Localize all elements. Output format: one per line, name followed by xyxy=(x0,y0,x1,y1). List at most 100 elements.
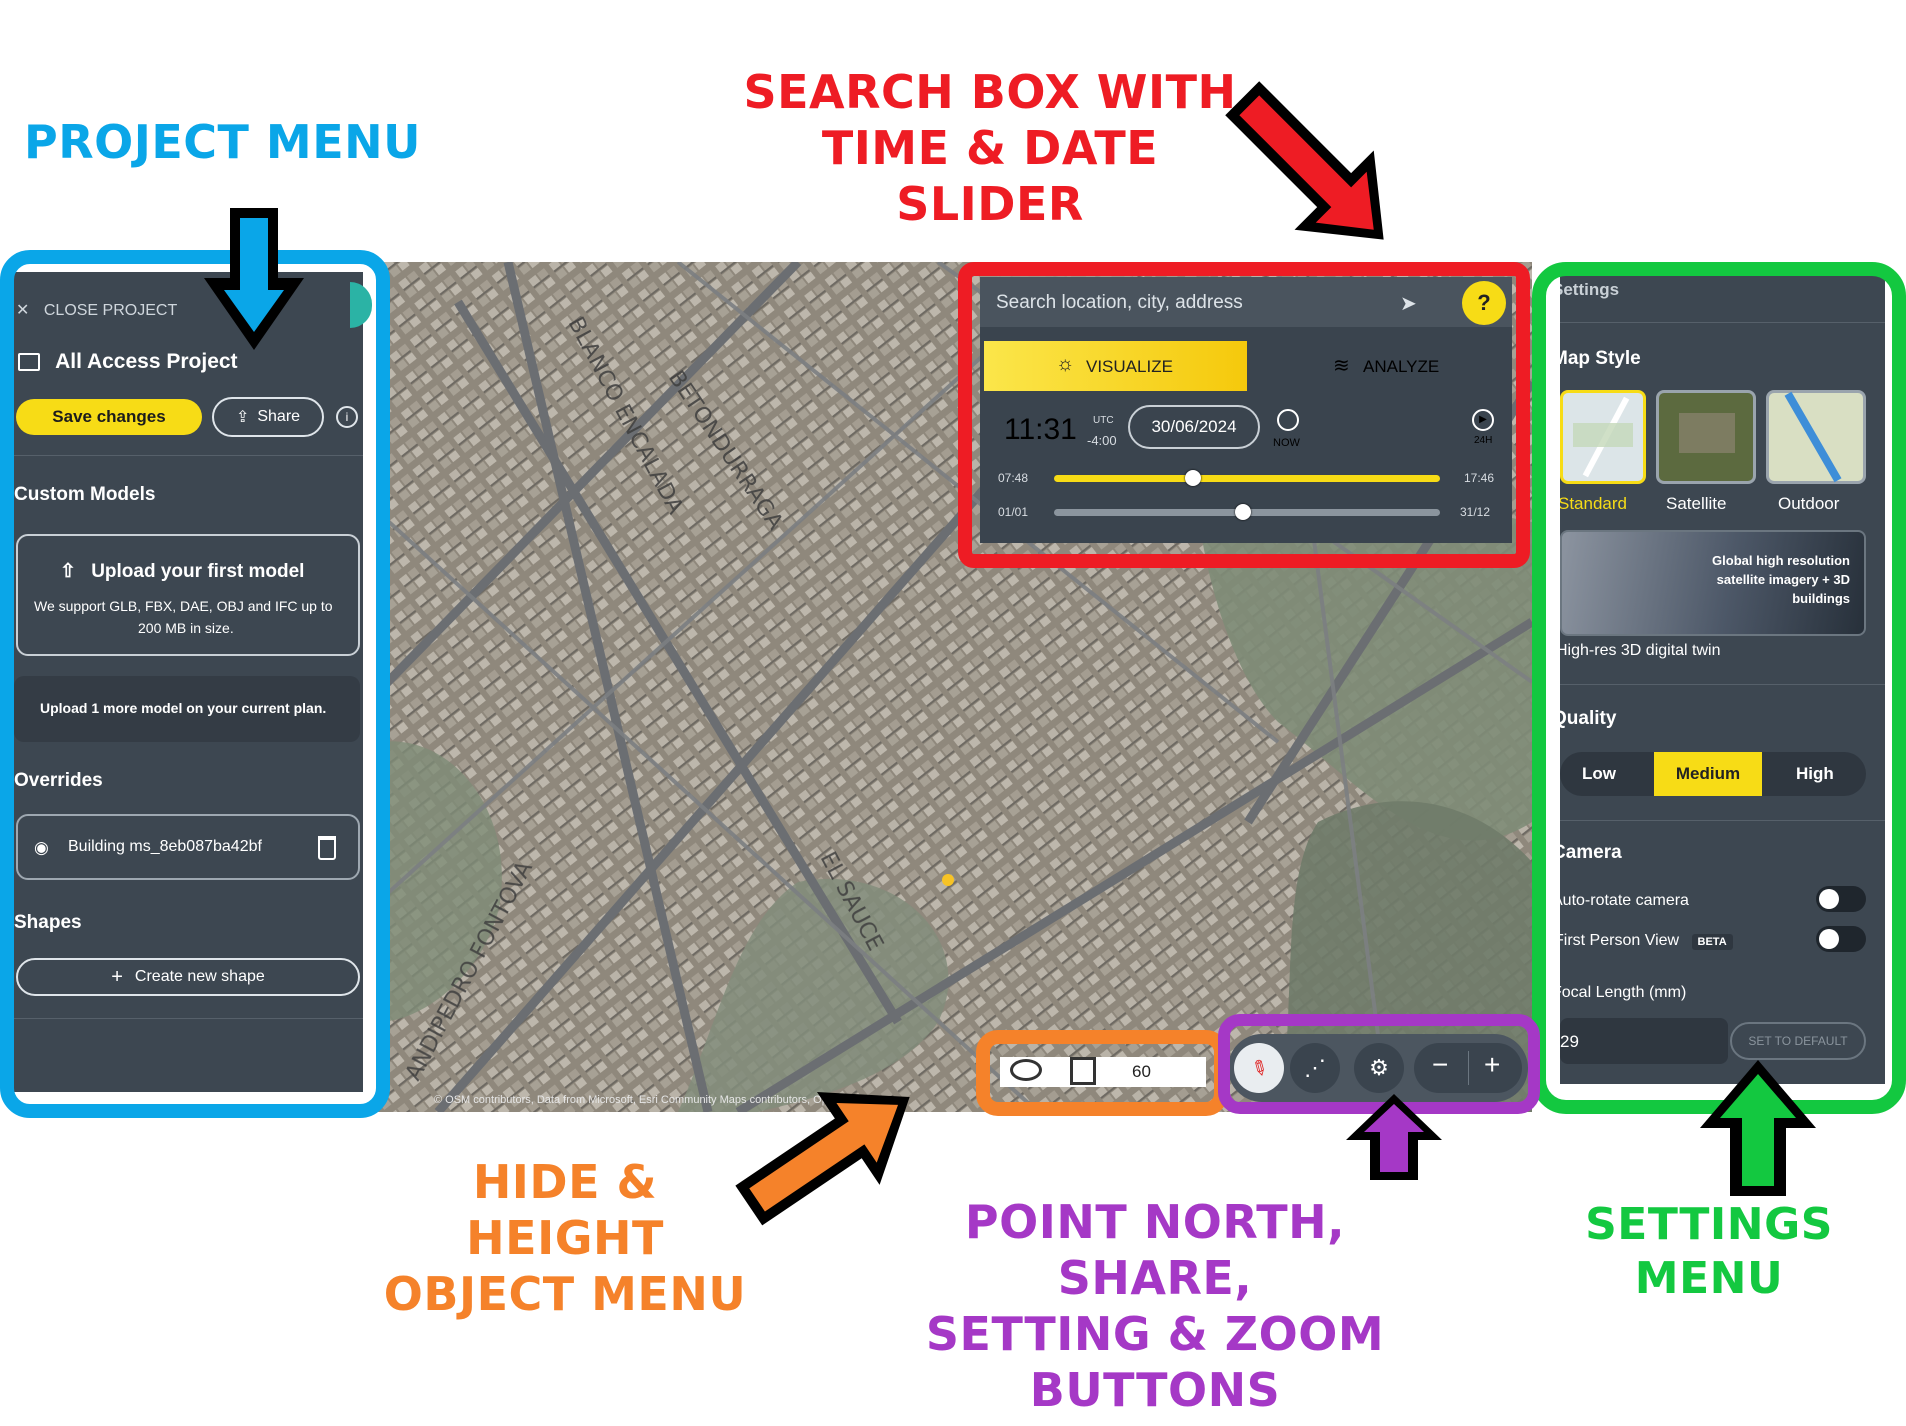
annotation-project-menu: PROJECT MENU xyxy=(24,115,421,169)
annotation-hide-height: HIDE & HEIGHT OBJECT MENU xyxy=(370,1154,760,1322)
style-standard-thumb[interactable] xyxy=(1560,390,1646,484)
quality-high-option[interactable]: High xyxy=(1796,764,1834,783)
override-item-label: Building ms_8eb087ba42bf xyxy=(68,838,262,855)
share-label: Share xyxy=(257,408,301,425)
zoom-out-button[interactable]: − xyxy=(1432,1049,1449,1080)
annotation-search-box-line2: TIME & DATE SLIDER xyxy=(821,121,1159,232)
height-value[interactable]: 60 xyxy=(1132,1062,1151,1081)
search-bar[interactable]: Search location, city, address ➤ ? xyxy=(980,277,1512,327)
trash-icon[interactable] xyxy=(318,836,336,860)
save-changes-label: Save changes xyxy=(52,407,166,426)
locate-arrow-icon[interactable]: ➤ xyxy=(1400,293,1417,315)
time-slider-handle[interactable] xyxy=(1184,470,1201,486)
plan-note: Upload 1 more model on your current plan… xyxy=(40,700,327,716)
custom-models-heading: Custom Models xyxy=(14,484,156,505)
utc-label: UTC xyxy=(1093,415,1114,426)
annotation-map-controls-line2: SETTING & ZOOM xyxy=(925,1307,1385,1362)
year-end-date: 31/12 xyxy=(1460,505,1491,519)
upload-cloud-icon: ⇧ xyxy=(60,561,76,582)
map-controls-frame xyxy=(1218,1014,1540,1114)
focal-length-value: 29 xyxy=(1560,1032,1579,1051)
folder-icon xyxy=(18,353,40,372)
time-slider[interactable] xyxy=(1054,470,1440,486)
overrides-heading: Overrides xyxy=(14,770,103,791)
zoom-in-button[interactable]: + xyxy=(1484,1049,1501,1080)
settings-panel: Settings Map Style Standard Satellite Ou… xyxy=(1560,272,1885,1084)
sun-icon: ☼ xyxy=(1056,353,1075,375)
tab-visualize-label: VISUALIZE xyxy=(1086,357,1173,376)
upload-title: Upload your first model xyxy=(91,561,305,582)
style-satellite-thumb[interactable] xyxy=(1656,390,1756,484)
promo-banner[interactable]: Global high resolution satellite imagery… xyxy=(1560,530,1866,636)
map-controls: ✎ ⋰ ⚙ − + xyxy=(1228,1034,1528,1102)
project-title: All Access Project xyxy=(55,350,238,373)
share-map-button[interactable]: ⋰ xyxy=(1290,1043,1340,1093)
upload-model-card[interactable]: ⇧ Upload your first model We support GLB… xyxy=(16,534,360,656)
date-slider-handle[interactable] xyxy=(1235,504,1252,520)
utc-offset: -4:00 xyxy=(1087,433,1117,448)
focal-length-label: Focal Length (mm) xyxy=(1560,984,1687,1001)
search-box-frame xyxy=(958,262,1530,568)
settings-title: Settings xyxy=(1560,280,1620,299)
settings-button[interactable]: ⚙ xyxy=(1354,1043,1404,1093)
day-start-time: 07:48 xyxy=(998,471,1029,485)
arrow-icon xyxy=(204,208,304,350)
annotation-search-box-line1: SEARCH BOX WITH xyxy=(743,65,1237,119)
quality-selector: Low Medium High xyxy=(1560,752,1866,796)
share-button[interactable]: ⇪ Share xyxy=(212,397,324,437)
plus-icon: + xyxy=(111,965,123,988)
upload-description-size: 200 MB in size. xyxy=(138,620,234,636)
create-shape-button[interactable]: + Create new shape xyxy=(16,958,360,996)
location-marker[interactable] xyxy=(942,874,954,886)
project-menu-frame xyxy=(0,250,390,1118)
promo-caption: High-res 3D digital twin xyxy=(1560,642,1721,659)
focal-length-input[interactable]: 29 xyxy=(1560,1018,1728,1064)
gear-icon: ⚙ xyxy=(1369,1055,1389,1080)
annotation-map-controls-line3: BUTTONS xyxy=(1029,1363,1281,1418)
compass-button[interactable]: ✎ xyxy=(1234,1043,1284,1093)
set-default-button[interactable]: SET TO DEFAULT xyxy=(1730,1022,1866,1060)
tab-analyze[interactable]: ≋ ANALYZE xyxy=(1247,341,1512,391)
annotation-hide-height-line2: OBJECT MENU xyxy=(383,1267,747,1322)
annotation-hide-height-line1: HIDE & HEIGHT xyxy=(466,1155,664,1266)
hide-eye-icon[interactable] xyxy=(1010,1059,1042,1081)
search-time-panel: Search location, city, address ➤ ? ☼ VIS… xyxy=(980,277,1512,543)
override-item[interactable]: ◉ Building ms_8eb087ba42bf xyxy=(16,814,360,880)
date-slider[interactable] xyxy=(1054,504,1440,520)
now-button[interactable]: NOW xyxy=(1273,437,1300,449)
style-standard-label: Standard xyxy=(1560,494,1627,513)
arrow-icon xyxy=(1225,81,1384,240)
beta-badge: BETA xyxy=(1691,934,1733,950)
play-icon[interactable]: ▶ xyxy=(1472,409,1494,431)
close-project-button[interactable]: CLOSE PROJECT xyxy=(43,302,178,319)
auto-rotate-label: Auto-rotate camera xyxy=(1560,892,1689,909)
project-panel: ✕ CLOSE PROJECT All Access Project Save … xyxy=(14,272,363,1092)
info-icon[interactable]: i xyxy=(336,406,358,428)
analyze-icon: ≋ xyxy=(1333,355,1350,377)
auto-rotate-toggle[interactable] xyxy=(1816,886,1866,912)
style-outdoor-thumb[interactable] xyxy=(1766,390,1866,484)
eye-icon[interactable]: ◉ xyxy=(34,838,49,857)
zoom-controls: − + xyxy=(1414,1043,1522,1093)
settings-menu-frame xyxy=(1532,262,1906,1114)
current-time: 11:31 xyxy=(1004,413,1077,446)
upload-icon: ⇪ xyxy=(235,409,250,426)
shapes-heading: Shapes xyxy=(14,912,82,933)
day-end-time: 17:46 xyxy=(1464,471,1495,485)
arrow-icon xyxy=(1700,1060,1816,1196)
share-icon: ⋰ xyxy=(1304,1055,1326,1080)
year-start-date: 01/01 xyxy=(998,505,1029,519)
annotation-settings-menu: SETTINGS MENU xyxy=(1585,1199,1833,1304)
quality-medium-option[interactable]: Medium xyxy=(1654,752,1762,796)
quality-low-option[interactable]: Low xyxy=(1582,764,1616,783)
save-changes-button[interactable]: Save changes xyxy=(16,399,202,435)
collapse-handle[interactable] xyxy=(350,282,372,328)
tab-visualize[interactable]: ☼ VISUALIZE xyxy=(984,341,1247,391)
first-person-toggle[interactable] xyxy=(1816,926,1866,952)
clock-icon[interactable] xyxy=(1277,409,1299,431)
date-picker[interactable]: 30/06/2024 xyxy=(1128,405,1260,449)
close-icon[interactable]: ✕ xyxy=(16,302,30,319)
help-button[interactable]: ? xyxy=(1462,281,1506,325)
search-input[interactable]: Search location, city, address xyxy=(996,292,1243,313)
